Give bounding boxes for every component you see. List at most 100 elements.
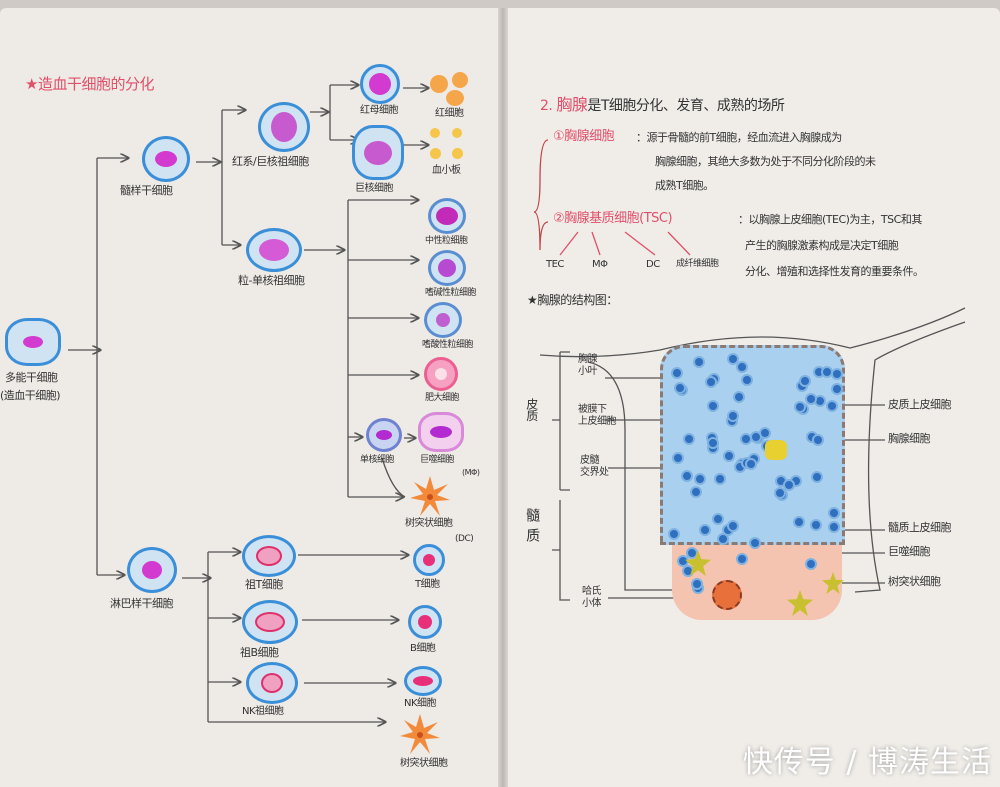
thymocyte-icon [736, 360, 749, 373]
myeloid-stem-cell [142, 136, 190, 182]
thymocyte-icon [736, 553, 749, 566]
label-macrophage-abbr: (MΦ) [462, 468, 480, 477]
thymocyte-icon [773, 486, 786, 499]
thymocyte-icon [674, 382, 687, 395]
dendritic-cell-icon [400, 714, 440, 754]
pro-b-cell [242, 600, 298, 644]
thymocyte-icon [704, 376, 717, 389]
tsc-type: DC [646, 259, 660, 270]
thymocyte-icon [727, 353, 740, 366]
thymocyte-icon [690, 578, 703, 591]
thymocyte-icon [726, 520, 739, 533]
dendritic-cell-icon [787, 590, 813, 616]
label-dc-abbr: (DC) [455, 534, 474, 544]
dendritic-cell-icon [822, 572, 844, 594]
thymocyte-icon [741, 373, 754, 386]
structure-title: ★胸腺的结构图： [527, 293, 618, 307]
platelet-icon [452, 128, 462, 138]
label-line: 皮髓 [580, 455, 600, 466]
nk-progenitor-cell [246, 662, 298, 704]
thymocyte-icon [668, 528, 681, 541]
b-cell [408, 605, 442, 639]
label-dc-lymphoid: 树突状细胞 [400, 758, 448, 769]
thymocyte-icon [694, 472, 707, 485]
label-line: 哈氏 [582, 586, 602, 597]
pro-t-cell [242, 535, 296, 577]
item1-label: ①胸腺细胞 [553, 129, 615, 144]
gm-progenitor-cell [246, 228, 302, 272]
thymocyte-icon [783, 479, 796, 492]
monocyte-cell [366, 418, 402, 452]
label-pro-b: 祖B细胞 [240, 646, 279, 659]
label-lymphoid-stem: 淋巴样干细胞 [110, 597, 174, 610]
thymocyte-icon [716, 533, 729, 546]
label-b: B细胞 [410, 643, 436, 654]
item1-line: 胸腺细胞，其绝大多数为处于不同分化阶段的未 [655, 155, 876, 168]
label-erythrocyte: 红细胞 [435, 108, 464, 119]
label-line: 被膜下 [578, 404, 607, 415]
label-junction: 皮髓交界处 [580, 455, 609, 479]
item1-line: 成熟T细胞。 [655, 179, 714, 192]
label-gm-progenitor: 粒-单核祖细胞 [238, 274, 305, 287]
label-neutrophil: 中性粒细胞 [425, 236, 468, 246]
thymocyte-icon [693, 356, 706, 369]
label-pro-t: 祖T细胞 [245, 578, 283, 591]
label-lobule: 胸腺小叶 [578, 354, 598, 378]
thymocyte-icon [828, 521, 841, 534]
item1-line: ：源于骨髓的前T细胞，经血流进入胸腺成为 [636, 131, 842, 144]
macrophage-cell [418, 412, 464, 452]
label-line: 上皮细胞 [578, 416, 617, 427]
thymocyte-icon [811, 470, 824, 483]
heading-num: 2. [540, 98, 553, 114]
thymocyte-icon [714, 472, 727, 485]
tsc-type: 成纤维细胞 [676, 259, 719, 269]
item2-line: ：以胸腺上皮细胞(TEC)为主，TSC和其 [738, 213, 922, 226]
heading-key: 胸腺 [556, 95, 588, 114]
eosinophil-cell [424, 302, 462, 338]
label-platelet: 血小板 [432, 165, 461, 176]
thymocyte-icon [827, 506, 840, 519]
left-page [0, 8, 502, 787]
basophil-cell [428, 250, 466, 286]
thymocyte-icon [809, 518, 822, 531]
label-myeloid-stem: 髓样干细胞 [120, 184, 173, 197]
lymphoid-stem-cell [127, 547, 177, 593]
label-nk: NK细胞 [404, 698, 437, 709]
erythroblast-cell [360, 64, 400, 104]
label-subcapsular: 被膜下上皮细胞 [578, 404, 617, 428]
thymocyte-icon [711, 513, 724, 526]
label-monocyte: 单核细胞 [360, 455, 395, 465]
thymocyte-icon [805, 557, 818, 570]
page-title: ★造血干细胞的分化 [25, 75, 154, 93]
thymus-heading: 2. 胸腺是T细胞分化、发育、成熟的场所 [540, 95, 785, 114]
thymocyte-icon [811, 434, 824, 447]
megakaryocyte-cell [352, 125, 404, 180]
thymocyte-icon [682, 433, 695, 446]
label-erythroblast: 红母细胞 [360, 105, 399, 116]
label-line: 小叶 [578, 366, 598, 377]
t-cell [413, 544, 445, 576]
thymocyte-icon [798, 374, 811, 387]
thymocyte-icon [699, 524, 712, 537]
label-macrophage-thymus: 巨噬细胞 [888, 545, 931, 558]
notebook-fold [498, 8, 508, 787]
thymocyte-icon [706, 436, 719, 449]
erythrocyte-icon [430, 75, 448, 93]
ery-mega-progenitor-cell [258, 102, 310, 152]
label-multipotent: 多能干细胞 [5, 371, 58, 384]
platelet-icon [430, 148, 441, 159]
dendritic-cell-icon [685, 550, 711, 576]
thymocyte-icon [740, 433, 753, 446]
label-cortical-epithelial: 皮质上皮细胞 [888, 398, 952, 411]
thymocyte-icon [830, 382, 843, 395]
dendritic-cell-icon [410, 476, 450, 516]
thymocyte-icon [732, 390, 745, 403]
label-dendritic-thymus: 树突状细胞 [888, 575, 941, 588]
label-line: 小体 [582, 598, 602, 609]
heading-rest: 是T细胞分化、发育、成熟的场所 [587, 98, 785, 114]
erythrocyte-icon [452, 72, 468, 88]
thymocyte-icon [794, 400, 807, 413]
item2-label: ②胸腺基质细胞(TSC) [553, 211, 673, 226]
label-megakaryocyte: 巨核细胞 [355, 183, 394, 194]
